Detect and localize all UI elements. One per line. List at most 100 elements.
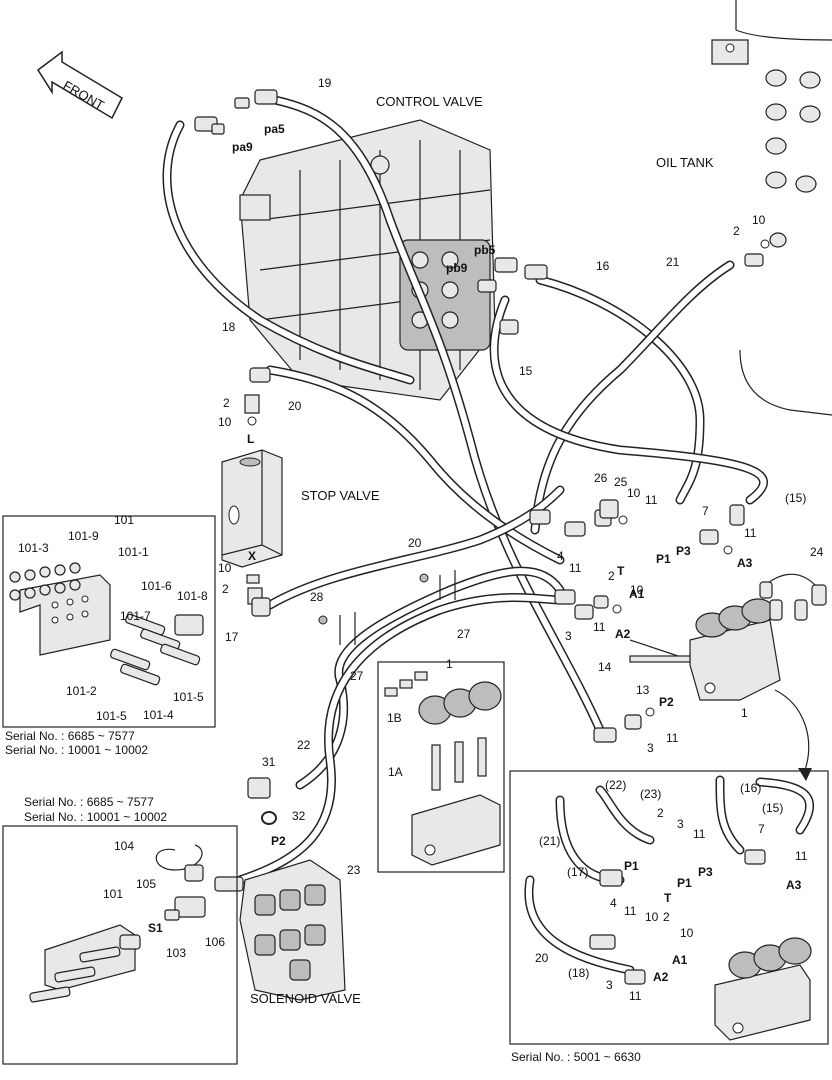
inset-br-23: (23)	[640, 787, 661, 801]
inset-solenoid	[377, 661, 505, 873]
inset-bottom-right	[509, 770, 829, 1045]
callout-25: 25	[614, 475, 628, 489]
port-pa9: pa9	[232, 140, 253, 154]
callout-11e: 11	[666, 731, 679, 745]
control-valve-label: CONTROL VALVE	[376, 94, 483, 109]
inset-br-20: 20	[535, 951, 549, 965]
inset-br-10a: 10	[645, 910, 659, 924]
inset-solenoid-1a: 1A	[388, 765, 403, 779]
bottom-solenoid-valve	[214, 777, 346, 1001]
inset-bl-serial-2: Serial No. : 10001 ~ 10002	[24, 810, 167, 824]
inset-br-17: (17)	[567, 865, 588, 879]
inset-br-18: (18)	[568, 966, 589, 980]
port-l: L	[247, 432, 254, 446]
callouts: 19 18 16 21 15 (15) 20 2 10 10 2 20 28 2…	[218, 76, 824, 877]
port-t: T	[617, 564, 625, 578]
solenoid-valve-assembly	[629, 573, 827, 701]
callout-27b: 27	[350, 669, 364, 683]
callout-11b: 11	[744, 526, 757, 540]
inset-br-11a: 11	[693, 827, 706, 841]
inset-br-port-p1: P1	[624, 859, 639, 873]
port-p2-bottom: P2	[271, 834, 286, 848]
port-pa5: pa5	[264, 122, 285, 136]
inset-br-3a: 3	[677, 817, 684, 831]
inset-101-serial-1: Serial No. : 6685 ~ 7577	[5, 729, 135, 743]
inset-bl-104: 104	[114, 839, 134, 853]
callout-16: 16	[596, 259, 610, 273]
callout-2b: 2	[222, 582, 229, 596]
inset-br-16: (16)	[740, 781, 761, 795]
callout-24: 24	[810, 545, 824, 559]
callout-2a: 2	[223, 396, 230, 410]
port-p3: P3	[676, 544, 691, 558]
callout-15: 15	[519, 364, 533, 378]
inset-br-2a: 2	[657, 806, 664, 820]
callout-10b: 10	[218, 561, 232, 575]
inset-101-cluster	[2, 515, 216, 728]
inset-br-15: (15)	[762, 801, 783, 815]
callout-11d: 11	[593, 620, 606, 634]
callout-32: 32	[292, 809, 306, 823]
callout-31: 31	[262, 755, 276, 769]
inset-101-label-101-5a: 101-5	[96, 709, 127, 723]
inset-br-21: (21)	[539, 834, 560, 848]
callout-7: 7	[702, 504, 709, 518]
inset-101-label-101-9: 101-9	[68, 529, 99, 543]
callout-28: 28	[310, 590, 324, 604]
inset-101-serial-2: Serial No. : 10001 ~ 10002	[5, 743, 148, 757]
inset-br-port-p3: P3	[698, 865, 713, 879]
inset-101-label-101-7: 101-7	[120, 609, 151, 623]
inset-101-label-101-8: 101-8	[177, 589, 208, 603]
callout-4: 4	[557, 549, 564, 563]
right-fittings	[529, 499, 745, 743]
callout-2c: 2	[608, 569, 615, 583]
port-a3: A3	[737, 556, 753, 570]
port-x: X	[248, 549, 256, 563]
inset-br-port-p1b: P1	[677, 876, 692, 890]
callout-20b: 20	[408, 536, 422, 550]
inset-bl-106: 106	[205, 935, 225, 949]
callout-23: 23	[347, 863, 361, 877]
inset-br-11d: 11	[629, 989, 642, 1003]
callout-10d: 10	[630, 583, 644, 597]
inset-br-2b: 2	[663, 910, 670, 924]
inset-101-label-101-5b: 101-5	[173, 690, 204, 704]
callout-10e: 10	[752, 213, 766, 227]
inset-solenoid-1b: 1B	[387, 711, 402, 725]
callout-26: 26	[594, 471, 608, 485]
port-p1: P1	[656, 552, 671, 566]
port-pb9: pb9	[446, 261, 468, 275]
callout-17: 17	[225, 630, 239, 644]
inset-solenoid-title: 1	[446, 657, 453, 671]
callout-19: 19	[318, 76, 332, 90]
callout-1: 1	[741, 706, 748, 720]
callout-15p: (15)	[785, 491, 806, 505]
port-p2: P2	[659, 695, 674, 709]
solenoid-valve-label: SOLENOID VALVE	[250, 991, 361, 1006]
hose-clamps	[318, 570, 456, 645]
callout-10a: 10	[218, 415, 232, 429]
inset-br-port-t: T	[664, 891, 672, 905]
inset-101-title: 101	[114, 513, 134, 527]
inset-br-3b: 3	[606, 978, 613, 992]
oil-tank	[711, 0, 832, 416]
inset-br-serial: Serial No. : 5001 ~ 6630	[511, 1050, 641, 1064]
callout-14: 14	[598, 660, 612, 674]
inset-101-label-101-4: 101-4	[143, 708, 174, 722]
callout-22: 22	[297, 738, 311, 752]
port-a2: A2	[615, 627, 631, 641]
inset-br-port-a2: A2	[653, 970, 669, 984]
callout-10c: 10	[627, 486, 641, 500]
inset-101-label-101-1: 101-1	[118, 545, 149, 559]
stop-valve	[221, 367, 283, 617]
inset-br-port-a1: A1	[672, 953, 688, 967]
inset-br-4: 4	[610, 896, 617, 910]
callout-20: 20	[288, 399, 302, 413]
port-s1: S1	[148, 921, 163, 935]
callout-2d: 2	[733, 224, 740, 238]
hoses	[162, 95, 768, 885]
inset-br-7: 7	[758, 822, 765, 836]
inset-br-11b: 11	[795, 849, 808, 863]
callout-21: 21	[666, 255, 680, 269]
